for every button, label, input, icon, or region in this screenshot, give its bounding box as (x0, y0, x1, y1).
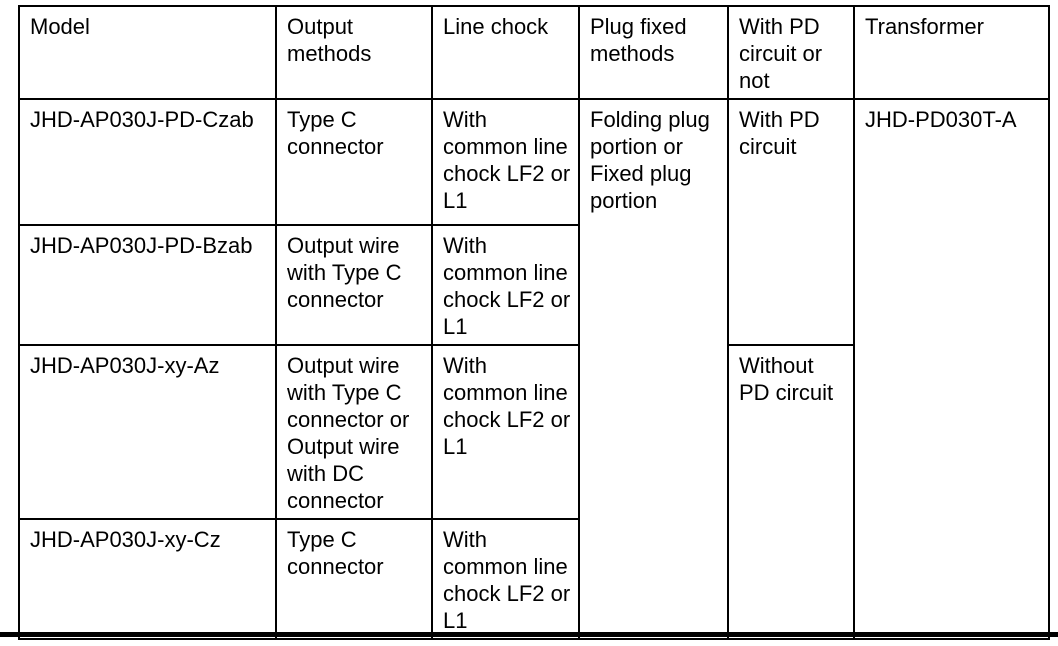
cell-output-methods-row1: Type C connector (275, 98, 433, 226)
cell-line-chock-row4: With common line chock LF2 or L1 (431, 518, 580, 640)
table-row: JHD-AP030J-PD-Bzab Output wire with Type… (18, 224, 1049, 346)
table-header-row: Model Output methods Line chock Plug fix… (18, 5, 1050, 100)
cell-model-row4: JHD-AP030J-xy-Cz (18, 518, 277, 640)
cell-with-pd-circuit: With PD circuit (727, 98, 855, 346)
header-model: Model (18, 5, 277, 100)
cell-output-methods-row4: Type C connector (275, 518, 433, 640)
table-row: JHD-AP030J-xy-Cz Type C connector With c… (18, 518, 1049, 640)
cell-plug-fixed-methods: Folding plug portion or Fixed plug porti… (578, 98, 729, 640)
cell-line-chock-row1: With common line chock LF2 or L1 (431, 98, 580, 226)
cell-line-chock-row2: With common line chock LF2 or L1 (431, 224, 580, 346)
header-output-methods: Output methods (275, 5, 433, 100)
table-row: JHD-AP030J-xy-Az Output wire with Type C… (18, 344, 1049, 640)
cell-model-row1: JHD-AP030J-PD-Czab (18, 98, 277, 226)
bottom-rule-divider (0, 632, 1058, 637)
cell-without-pd-circuit: Without PD circuit (727, 344, 855, 640)
models-spec-table: Model Output methods Line chock Plug fix… (18, 5, 1050, 640)
header-pd-circuit: With PD circuit or not (727, 5, 855, 100)
cell-model-row3: JHD-AP030J-xy-Az (18, 344, 277, 520)
header-plug-fixed-methods: Plug fixed methods (578, 5, 729, 100)
cell-output-methods-row2: Output wire with Type C connector (275, 224, 433, 346)
cell-line-chock-row3: With common line chock LF2 or L1 (431, 344, 580, 520)
cell-output-methods-row3: Output wire with Type C connector or Out… (275, 344, 433, 520)
cell-model-row2: JHD-AP030J-PD-Bzab (18, 224, 277, 346)
table-row: JHD-AP030J-PD-Czab Type C connector With… (18, 98, 1050, 640)
header-transformer: Transformer (853, 5, 1050, 100)
header-line-chock: Line chock (431, 5, 580, 100)
cell-transformer: JHD-PD030T-A (853, 98, 1050, 640)
